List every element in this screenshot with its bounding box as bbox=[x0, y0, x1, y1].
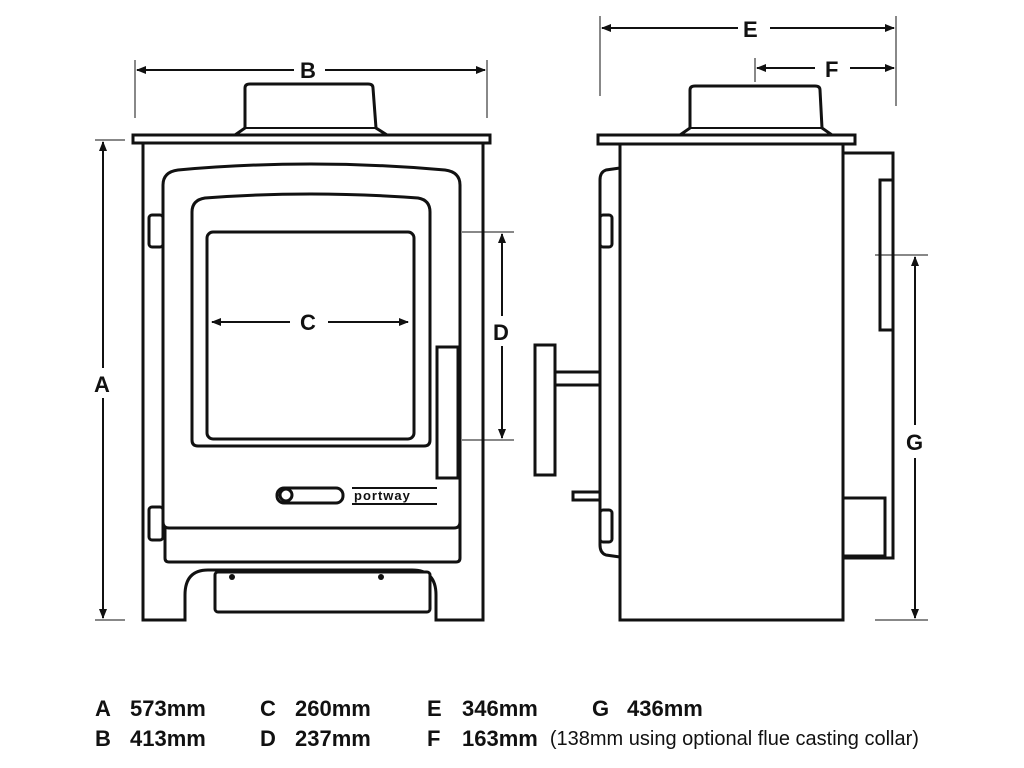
legend-item-f: F 163mm bbox=[427, 726, 538, 752]
dimension-label-f: F bbox=[825, 57, 838, 82]
ash-pan[interactable] bbox=[213, 570, 432, 614]
legend-value: 346mm bbox=[462, 696, 538, 721]
door-handle[interactable] bbox=[435, 345, 460, 480]
legend-item-b: B 413mm bbox=[95, 726, 260, 752]
dimension-label-d: D bbox=[493, 320, 509, 345]
legend-item-c: C 260mm bbox=[260, 696, 427, 722]
side-view bbox=[533, 84, 895, 622]
legend-key: C bbox=[260, 696, 276, 721]
handle-shaft bbox=[553, 370, 602, 387]
flue-collar-side bbox=[675, 84, 837, 137]
dimensions-legend: A 573mm C 260mm E 346mm G 436mm B 413mm D 237m… bbox=[95, 694, 919, 754]
legend-value: 237mm bbox=[295, 726, 371, 751]
legend-value: 413mm bbox=[130, 726, 206, 751]
flue-collar-front bbox=[230, 82, 393, 137]
air-control-rod[interactable] bbox=[571, 490, 602, 502]
legend-item-a: A 573mm bbox=[95, 696, 260, 722]
door bbox=[161, 162, 462, 530]
door-side bbox=[598, 166, 622, 559]
legend-value: 163mm bbox=[462, 726, 538, 751]
dimension-label-a: A bbox=[94, 372, 110, 397]
legend-key: E bbox=[427, 696, 442, 721]
door-inner-frame bbox=[190, 192, 432, 448]
rear-lower-box bbox=[841, 496, 887, 558]
legend-row: A 573mm C 260mm E 346mm G 436mm bbox=[95, 694, 919, 724]
dimension-label-c: C bbox=[300, 310, 316, 335]
legend-key: B bbox=[95, 726, 111, 751]
legend-key: G bbox=[592, 696, 610, 721]
legend-value: 573mm bbox=[130, 696, 206, 721]
dimension-label-b: B bbox=[300, 58, 316, 83]
legend-item-e: E 346mm bbox=[427, 696, 592, 722]
legend-key: D bbox=[260, 726, 276, 751]
legend-value: 436mm bbox=[627, 696, 703, 721]
legend-key: A bbox=[95, 696, 111, 721]
legend-item-d: D 237mm bbox=[260, 726, 427, 752]
brand-logo: portway bbox=[354, 488, 411, 503]
legend-item-g: G 436mm bbox=[592, 696, 703, 722]
air-vent-slider[interactable] bbox=[275, 486, 345, 505]
hinge-top-side bbox=[598, 213, 614, 249]
legend-key: F bbox=[427, 726, 441, 751]
stove-body-side bbox=[618, 142, 845, 622]
front-view: portway bbox=[131, 82, 492, 622]
dimension-lines: B A C D E F G bbox=[94, 16, 928, 621]
glass-window bbox=[205, 230, 416, 441]
hinge-bottom-front bbox=[147, 505, 165, 542]
dimension-label-e: E bbox=[743, 17, 758, 42]
legend-row: B 413mm D 237mm F 163mm (138mm using option… bbox=[95, 724, 919, 754]
dimension-label-g: G bbox=[906, 430, 923, 455]
legend-value: 260mm bbox=[295, 696, 371, 721]
hinge-top-front bbox=[147, 213, 165, 249]
hinge-bottom-side bbox=[598, 508, 614, 544]
handle-knob-side[interactable] bbox=[533, 343, 557, 477]
legend-note: (138mm using optional flue casting colla… bbox=[549, 727, 919, 750]
